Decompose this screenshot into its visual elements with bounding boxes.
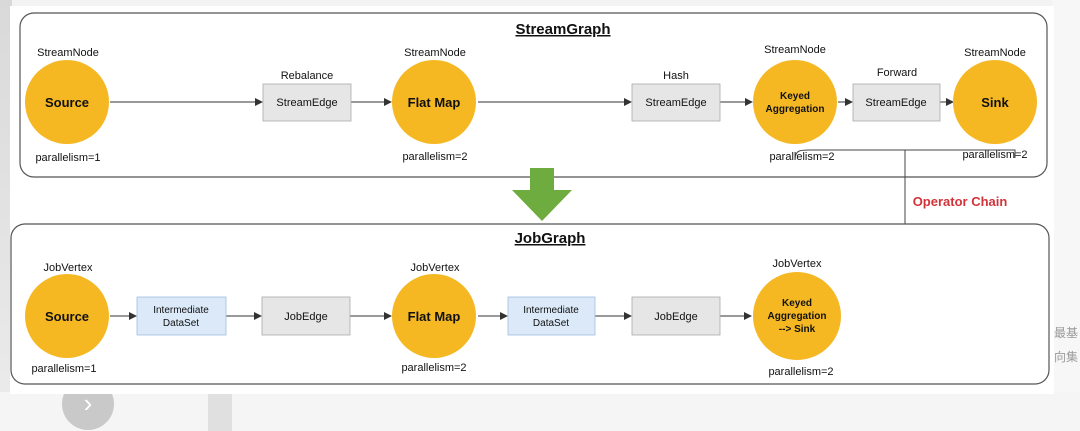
job-edge-label-1: JobEdge	[284, 311, 327, 323]
operator-chain-bracket	[794, 149, 1016, 161]
job-vertex-source-label: Source	[45, 309, 89, 324]
job-edge-box-1	[261, 296, 351, 336]
intermediate-dataset-1	[136, 296, 227, 336]
job-edge-label-2: JobEdge	[654, 311, 697, 323]
stream-edge-box-2	[631, 83, 721, 122]
stream-node-kind-flatmap: StreamNode	[404, 47, 466, 59]
stream-edge-box-3	[852, 83, 941, 122]
stream-node-sink-parallelism: parallelism=2	[962, 149, 1027, 161]
stream-node-flatmap	[392, 60, 476, 144]
job-vertex-flatmap	[392, 274, 476, 358]
job-vertex-flatmap-label: Flat Map	[408, 309, 461, 324]
stream-node-sink	[953, 60, 1037, 144]
background-lower-area	[0, 392, 1080, 431]
job-vertex-keyed-label-1: Keyed	[782, 298, 812, 309]
stream-node-keyed-parallelism: parallelism=2	[769, 151, 834, 163]
job-vertex-kind-flatmap: JobVertex	[411, 262, 460, 274]
job-vertex-kind-source: JobVertex	[44, 262, 93, 274]
streamgraph-title: StreamGraph	[515, 21, 610, 38]
stream-edge-partitioner-rebalance: Rebalance	[281, 70, 334, 82]
stream-node-kind-sink: StreamNode	[964, 47, 1026, 59]
transform-down-arrow-icon	[512, 168, 572, 221]
operator-chain-label: Operator Chain	[913, 194, 1008, 209]
job-vertex-keyed-aggregation-sink	[753, 272, 841, 360]
intermediate-dataset-2	[507, 296, 596, 336]
stream-node-keyed-label-1: Keyed	[780, 91, 810, 102]
intermediate-dataset-1-line1: Intermediate	[153, 305, 209, 316]
stream-edge-partitioner-hash: Hash	[663, 70, 689, 82]
job-edge-box-2	[631, 296, 721, 336]
stream-edge-label-3: StreamEdge	[865, 97, 926, 109]
background-side-panel	[1052, 0, 1080, 431]
stream-edge-label-2: StreamEdge	[645, 97, 706, 109]
stream-node-keyed-label-2: Aggregation	[766, 104, 825, 115]
stream-node-source-label: Source	[45, 95, 89, 110]
stream-edge-partitioner-forward: Forward	[877, 67, 917, 79]
intermediate-dataset-1-line2: DataSet	[163, 318, 199, 329]
background-lower-block	[208, 392, 232, 431]
stream-node-kind-source: StreamNode	[37, 47, 99, 59]
stream-edge-box-1	[262, 83, 352, 122]
side-text-1: 最基	[1054, 326, 1079, 340]
stream-node-flatmap-label: Flat Map	[408, 95, 461, 110]
stream-node-kind-keyed: StreamNode	[764, 44, 826, 56]
job-vertex-keyed-parallelism: parallelism=2	[768, 366, 833, 378]
stream-node-sink-label: Sink	[981, 95, 1009, 110]
stream-node-source-parallelism: parallelism=1	[35, 152, 100, 164]
job-vertex-keyed-label-2: Aggregation	[768, 311, 827, 322]
stream-edge-label-1: StreamEdge	[276, 97, 337, 109]
job-vertex-source-parallelism: parallelism=1	[31, 363, 96, 375]
side-text-2: 向集	[1054, 350, 1079, 364]
chevron-right-icon: ›	[83, 388, 93, 418]
job-vertex-keyed-label-3: --> Sink	[779, 324, 816, 335]
stream-node-flatmap-parallelism: parallelism=2	[402, 151, 467, 163]
intermediate-dataset-2-line2: DataSet	[533, 318, 569, 329]
stream-node-source	[25, 60, 109, 144]
background-strip	[0, 0, 12, 431]
job-vertex-source	[25, 274, 109, 358]
job-vertex-flatmap-parallelism: parallelism=2	[401, 362, 466, 374]
stream-node-keyed-aggregation	[753, 60, 837, 144]
jobgraph-title: JobGraph	[515, 230, 586, 247]
job-vertex-kind-keyed: JobVertex	[773, 258, 822, 270]
intermediate-dataset-2-line1: Intermediate	[523, 305, 579, 316]
